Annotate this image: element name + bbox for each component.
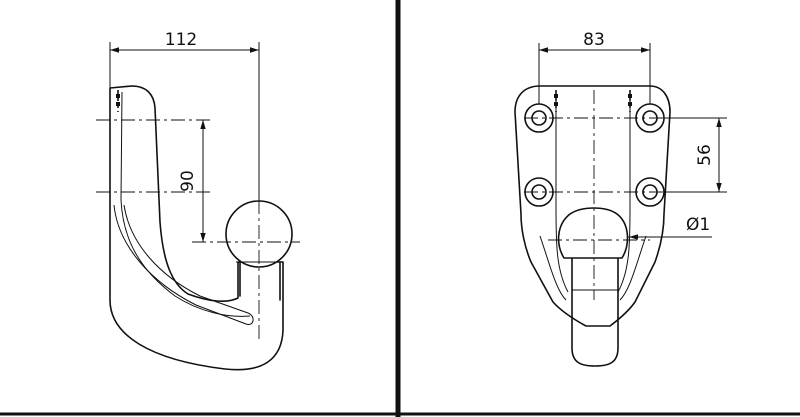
dimension-ball-diameter: Ø1 <box>628 215 712 240</box>
dimension-56-label: 56 <box>695 144 715 166</box>
rear-shank <box>571 257 619 367</box>
dimension-112: 112 <box>109 30 260 200</box>
dimension-90: 90 <box>178 120 206 242</box>
dimension-90-label: 90 <box>178 170 198 192</box>
hook-groove <box>113 204 254 326</box>
ball-neck <box>239 261 281 301</box>
rear-view: 83 56 Ø1 <box>514 30 727 367</box>
hook-inner-contour <box>120 91 251 317</box>
tow-ball-rear <box>557 207 629 259</box>
dimension-56: 56 <box>664 117 727 193</box>
rear-body-outline <box>514 85 671 327</box>
dimension-83: 83 <box>538 30 651 104</box>
dimension-ball-diameter-label: Ø1 <box>686 215 710 235</box>
dimension-83-label: 83 <box>583 30 605 50</box>
hook-body-outline <box>109 85 284 371</box>
mounting-hole-markers-side <box>116 90 120 112</box>
rear-inner-panel <box>555 92 631 293</box>
dimension-112-label: 112 <box>165 30 197 50</box>
side-view: 112 90 <box>96 30 300 371</box>
rear-inner-base <box>539 235 647 301</box>
mounting-hole-markers-rear <box>554 90 632 112</box>
mounting-holes-rear <box>524 103 665 207</box>
